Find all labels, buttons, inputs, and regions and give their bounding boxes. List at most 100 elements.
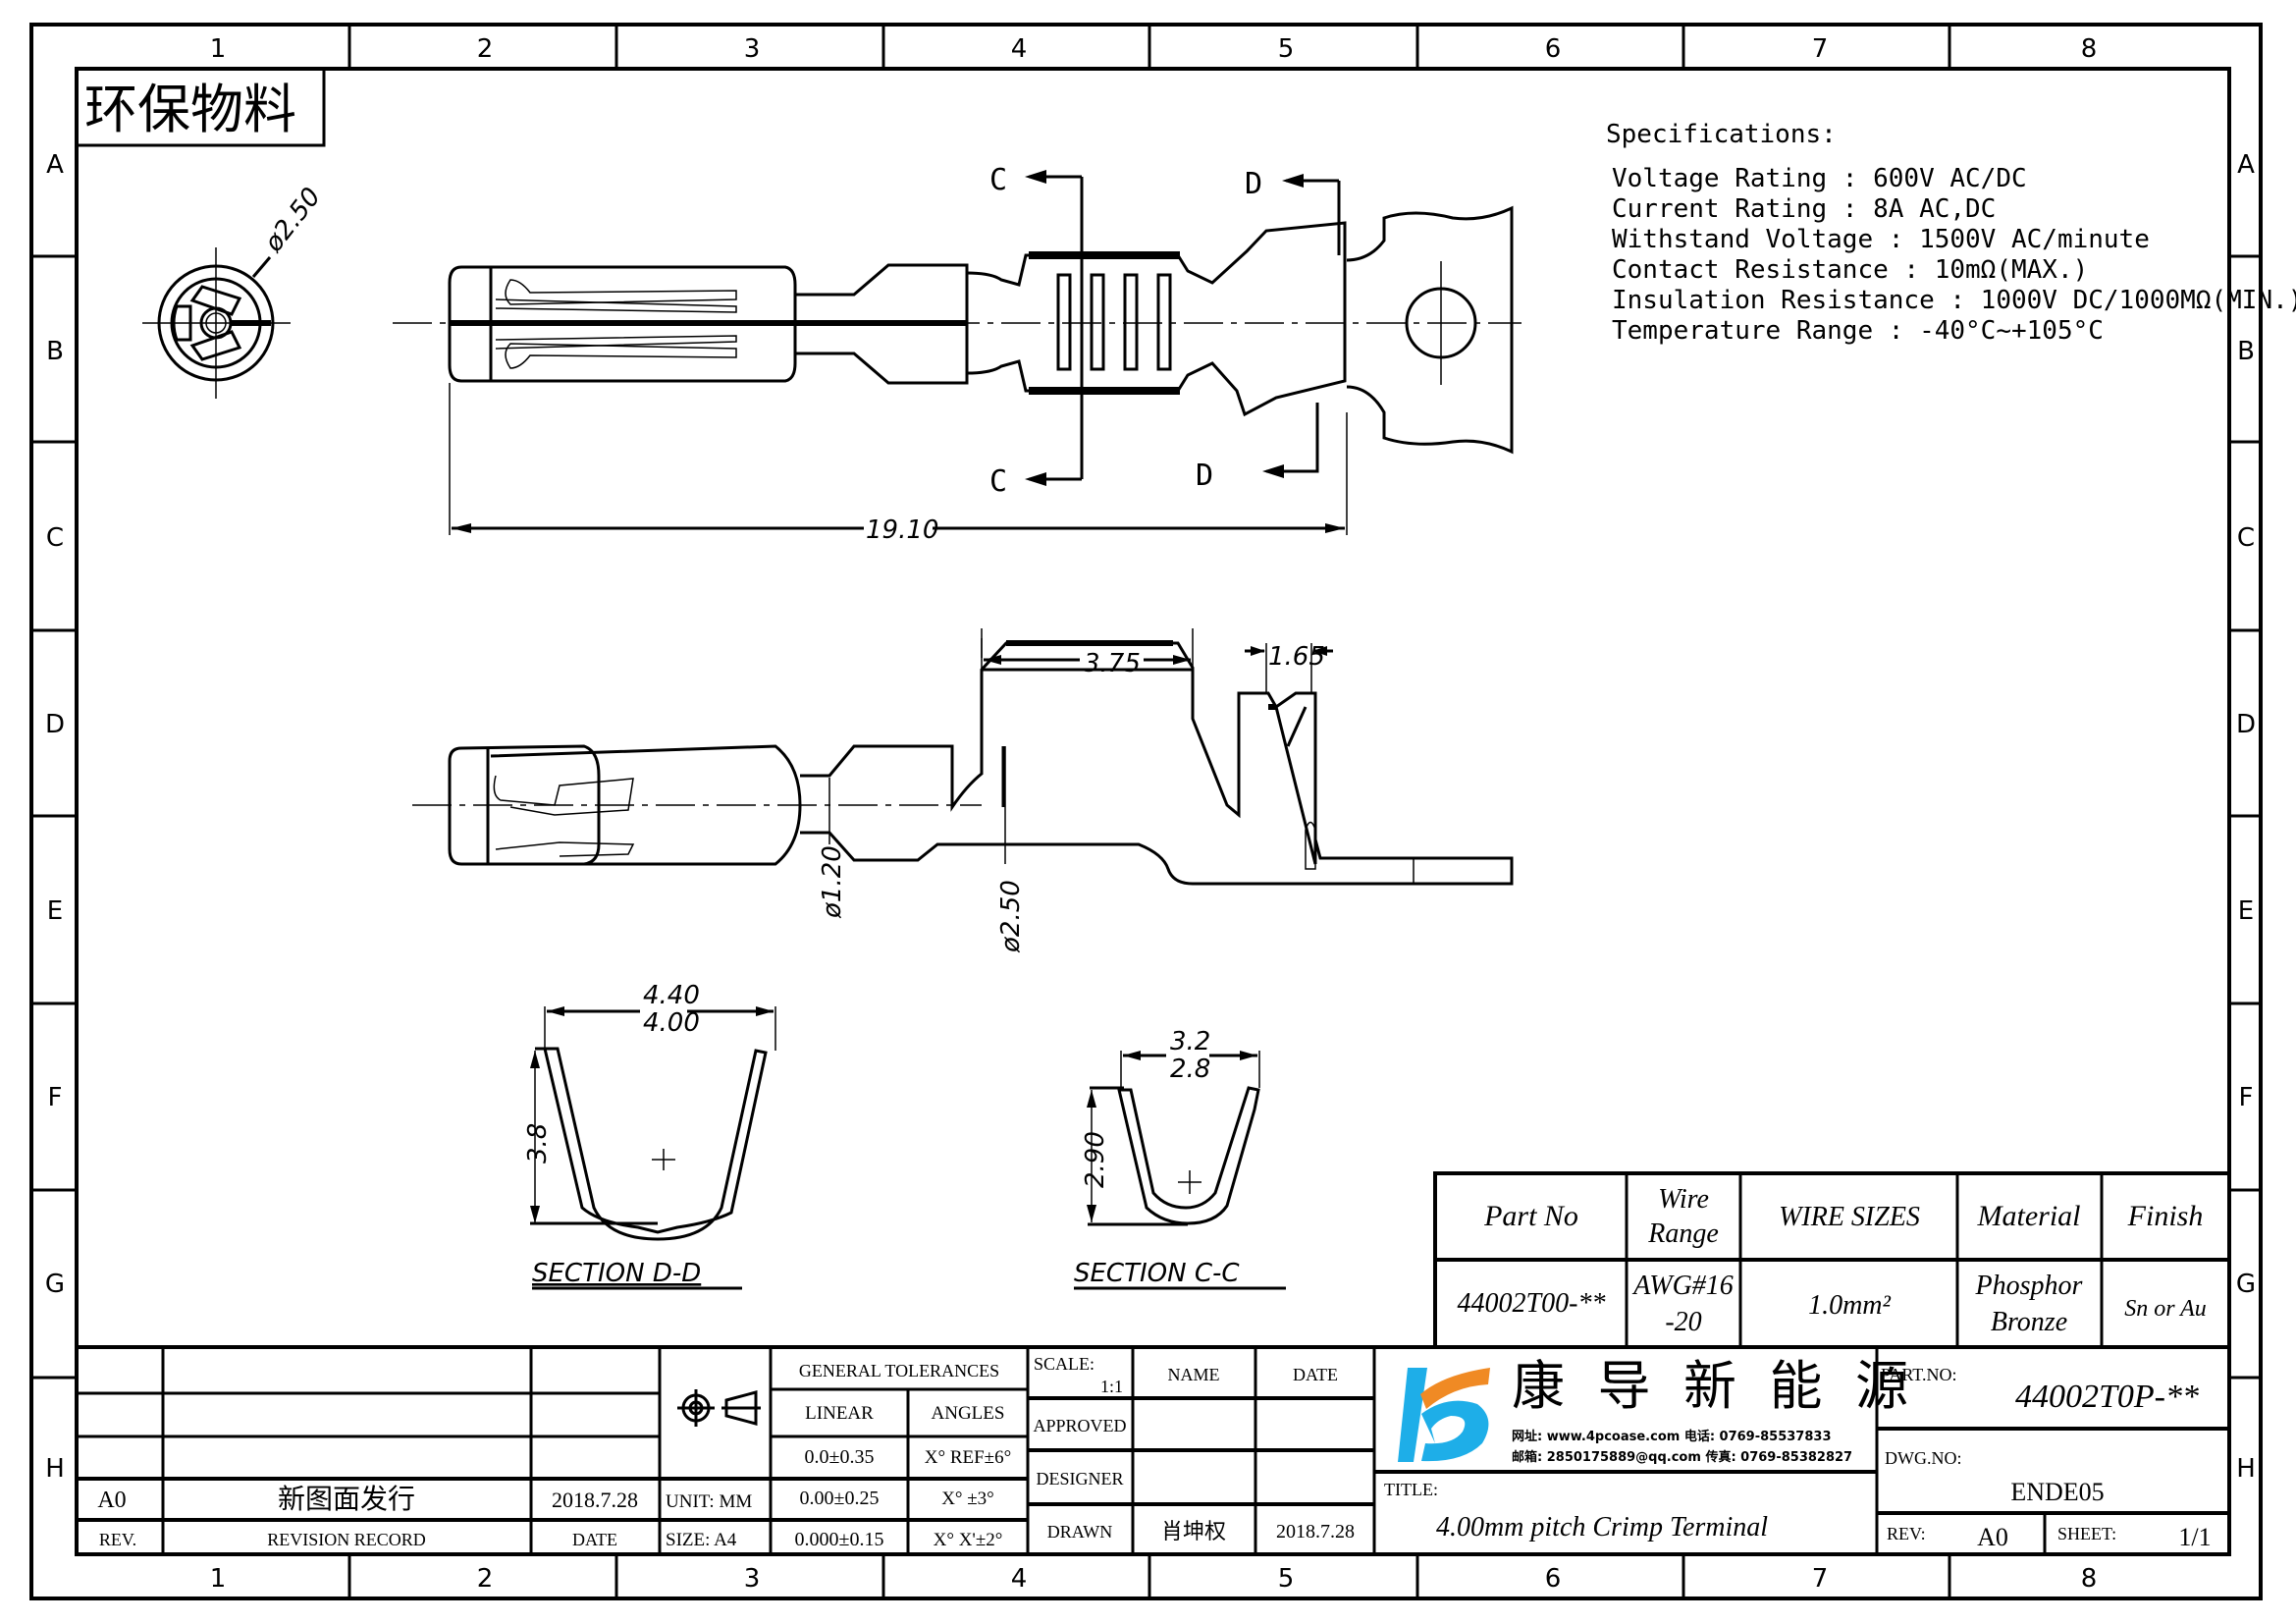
zone-row-h: H xyxy=(2236,1454,2256,1484)
body-diameter-dimension: ø2.50 xyxy=(996,880,1026,953)
outer-border xyxy=(29,23,2263,1600)
zone-col-1: 1 xyxy=(210,1564,227,1594)
tolerances-heading: GENERAL TOLERANCES xyxy=(799,1361,999,1380)
tolerance-linear-1: 0.0±0.35 xyxy=(805,1446,875,1468)
logo-mark-blue xyxy=(1398,1368,1427,1462)
section-dd-height-dimension: 3.8 xyxy=(523,1123,553,1164)
scale-value: 1:1 xyxy=(1100,1377,1123,1396)
zone-col-8: 8 xyxy=(2081,34,2098,64)
zone-row-f: F xyxy=(48,1083,63,1112)
zone-row-labels-left: A B C D E F G H xyxy=(45,150,65,1484)
zone-row-a: A xyxy=(46,150,64,180)
zone-col-3: 3 xyxy=(744,1564,761,1594)
tolerance-linear-3: 0.000±0.15 xyxy=(795,1529,884,1550)
section-dd-width-bottom: 4.00 xyxy=(643,1008,700,1038)
drawn-label: DRAWN xyxy=(1047,1522,1113,1542)
tolerance-angle-2: X° ±3° xyxy=(941,1489,994,1509)
spec-cell-part-no: 44002T00-** xyxy=(1458,1288,1606,1319)
pin-diameter-dimension: ø1.20 xyxy=(818,845,847,919)
zone-row-d: D xyxy=(45,710,65,739)
zone-col-6: 6 xyxy=(1545,34,1562,64)
revision-rev: A0 xyxy=(97,1488,126,1513)
spec-header-part-no: Part No xyxy=(1483,1200,1578,1232)
designer-label: DESIGNER xyxy=(1037,1469,1124,1489)
rev-value: A0 xyxy=(1977,1523,2008,1551)
revision-date-header: DATE xyxy=(572,1530,617,1549)
drawn-by-name: 肖坤权 xyxy=(1161,1519,1226,1543)
tolerances-angles-header: ANGLES xyxy=(932,1403,1005,1424)
zone-row-g: G xyxy=(2236,1270,2256,1299)
section-c-c: 2.90 3.2 2.8 SECTION C-C xyxy=(1074,1027,1286,1290)
name-header: NAME xyxy=(1168,1365,1220,1384)
section-cc-width-bottom: 2.8 xyxy=(1170,1055,1210,1084)
zone-col-3: 3 xyxy=(744,34,761,64)
spec-withstand-voltage: Withstand Voltage : 1500V AC/minute xyxy=(1612,225,2150,254)
spec-header-wire-sizes: WIRE SIZES xyxy=(1779,1202,1920,1232)
size-label: SIZE: A4 xyxy=(666,1530,737,1550)
specifications-heading: Specifications: xyxy=(1606,120,1837,149)
overall-length-dimension: 19.10 xyxy=(866,515,938,545)
zone-row-e: E xyxy=(47,896,63,926)
company-contact-line-1: 网址: www.4pcoase.com 电话: 0769-85537833 xyxy=(1512,1429,1832,1444)
top-view: C C D D 19.10 xyxy=(393,163,1522,545)
zone-col-4: 4 xyxy=(1011,1564,1028,1594)
section-d-d: 3.8 4.40 4.00 SECTION D-D xyxy=(523,981,776,1290)
spec-header-finish: Finish xyxy=(2127,1200,2204,1232)
zone-row-f: F xyxy=(2239,1083,2254,1112)
drawing-title: 4.00mm pitch Crimp Terminal xyxy=(1436,1512,1768,1543)
section-dd-label: SECTION D-D xyxy=(532,1259,701,1288)
end-view: ø2.50 xyxy=(142,183,327,399)
section-dd-width-top: 4.40 xyxy=(643,981,700,1010)
approval-date-header: DATE xyxy=(1293,1365,1338,1384)
company-name: 康 导 新 能 源 xyxy=(1512,1357,1918,1416)
zone-col-5: 5 xyxy=(1278,1564,1295,1594)
section-marker-c-bottom: C xyxy=(989,464,1007,499)
sheet-value: 1/1 xyxy=(2178,1523,2211,1551)
section-marker-c-top: C xyxy=(989,163,1007,197)
section-marker-d-bottom: D xyxy=(1196,459,1213,493)
spec-current-rating: Current Rating : 8A AC,DC xyxy=(1612,194,1996,224)
dwg-no-value: ENDE05 xyxy=(2010,1478,2104,1506)
section-cc-width-top: 3.2 xyxy=(1170,1027,1210,1056)
zone-row-labels-right: A B C D E F G H xyxy=(2236,150,2256,1484)
specifications-block: Specifications: Voltage Rating : 600V AC… xyxy=(1606,120,2296,346)
zone-col-2: 2 xyxy=(477,1564,494,1594)
crimp-length-dimension: 3.75 xyxy=(1084,649,1141,678)
dwg-no-label: DWG.NO: xyxy=(1885,1448,1962,1468)
drawn-date: 2018.7.28 xyxy=(1276,1521,1355,1543)
tolerance-linear-2: 0.00±0.25 xyxy=(800,1488,880,1509)
side-view: 3.75 1.65 ø1.20 ø2.50 xyxy=(412,628,1514,953)
zone-col-2: 2 xyxy=(477,34,494,64)
zone-column-dividers xyxy=(347,25,1951,1598)
spec-temperature-range: Temperature Range : -40°C~+105°C xyxy=(1612,316,2104,346)
title-block: A0 新图面发行 2018.7.28 REV. REVISION RECORD … xyxy=(77,1345,2229,1554)
zone-row-b: B xyxy=(46,337,64,366)
zone-row-g: G xyxy=(45,1270,65,1299)
revision-record: 新图面发行 xyxy=(278,1484,415,1515)
part-no-value: 44002T0P-** xyxy=(2015,1379,2199,1415)
zone-col-8: 8 xyxy=(2081,1564,2098,1594)
section-marker-d-top: D xyxy=(1245,167,1262,201)
zone-col-6: 6 xyxy=(1545,1564,1562,1594)
company-logo xyxy=(1398,1368,1490,1462)
zone-col-4: 4 xyxy=(1011,34,1028,64)
title-label: TITLE: xyxy=(1384,1480,1438,1499)
zone-row-c: C xyxy=(46,523,64,553)
zone-row-a: A xyxy=(2237,150,2255,180)
zone-row-dividers xyxy=(31,254,2261,1380)
spec-cell-finish: Sn or Au xyxy=(2124,1296,2207,1322)
unit-label: UNIT: MM xyxy=(666,1491,752,1512)
rev-label: REV: xyxy=(1887,1524,1926,1543)
zone-column-labels-top: 1 2 3 4 5 6 7 8 xyxy=(210,34,2098,64)
revision-record-header: REVISION RECORD xyxy=(267,1530,426,1549)
zone-column-labels-bottom: 1 2 3 4 5 6 7 8 xyxy=(210,1564,2098,1594)
approved-label: APPROVED xyxy=(1033,1416,1126,1435)
eco-material-badge: 环保物料 xyxy=(75,67,326,147)
inner-border xyxy=(75,67,2231,1556)
sheet-label: SHEET: xyxy=(2057,1524,2116,1543)
revision-rev-header: REV. xyxy=(99,1530,136,1549)
company-contact-line-2: 邮箱: 2850175889@qq.com 传真: 0769-85382827 xyxy=(1512,1449,1852,1465)
tolerances-linear-header: LINEAR xyxy=(805,1403,874,1424)
